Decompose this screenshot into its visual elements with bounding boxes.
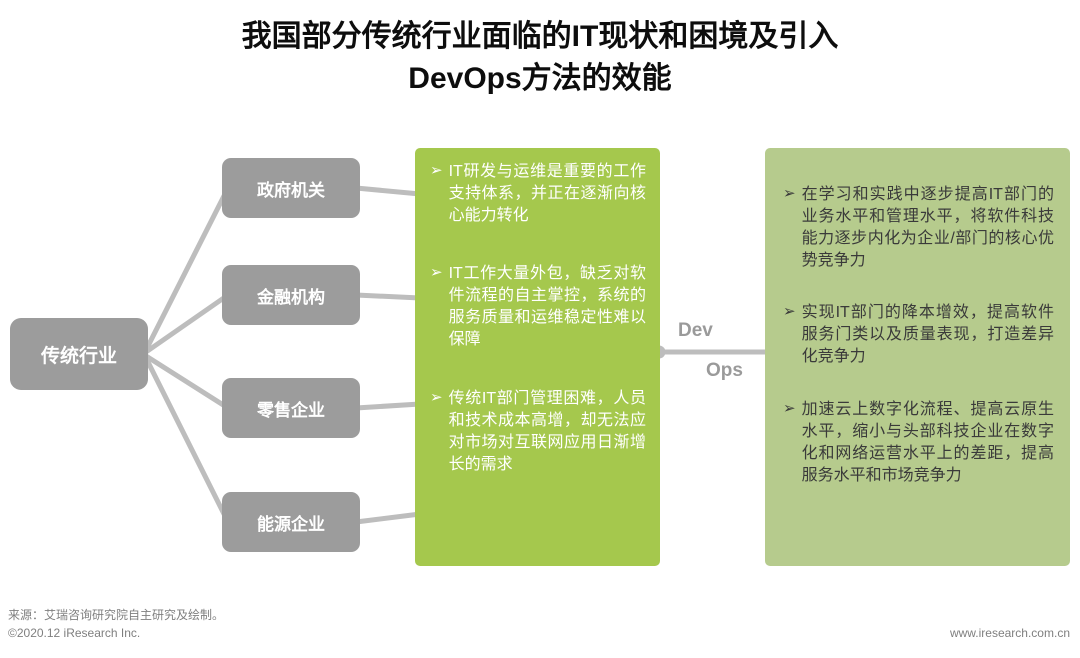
footer-website: www.iresearch.com.cn [949,626,1070,640]
line-government-to-panel [353,185,423,197]
line-root-to-energy [143,355,231,525]
bullet-text: 加速云上数字化流程、提高云原生水平，缩小与头部科技企业在数字化和网络运营水平上的… [801,400,1054,484]
industry-node-energy: 能源企业 [222,492,360,552]
bullet-item: ➢ 加速云上数字化流程、提高云原生水平，缩小与头部科技企业在数字化和网络运营水平… [783,399,1054,487]
industry-node-retail: 零售企业 [222,378,360,438]
bullet-text: 传统IT部门管理困难，人员和技术成本高增，却无法应对市场对互联网应用日渐增长的需… [448,389,646,473]
bullet-arrow-icon: ➢ [430,162,443,179]
bullet-item: ➢ 传统IT部门管理困难，人员和技术成本高增，却无法应对市场对互联网应用日渐增长… [430,388,646,476]
industry-node-label: 能源企业 [257,514,325,534]
industry-node-label: 零售企业 [257,400,325,420]
bullet-arrow-icon: ➢ [783,185,796,202]
line-retail-to-panel [353,401,423,411]
footer-source: 来源：艾瑞咨询研究院自主研究及绘制。 [8,608,225,622]
bullet-arrow-icon: ➢ [430,388,443,406]
bullet-item: ➢ 实现IT部门的降本增效，提高软件服务门类以及质量表现，打造差异化竞争力 [783,302,1054,368]
bullet-arrow-icon: ➢ [783,303,796,321]
industry-node-finance: 金融机构 [222,265,360,325]
bullet-item: ➢ IT研发与运维是重要的工作支持体系，并正在逐渐向核心能力转化 [430,161,646,227]
bullet-arrow-icon: ➢ [430,264,443,282]
root-node-label: 传统行业 [40,345,117,367]
benefits-panel: ➢ 在学习和实践中逐步提高IT部门的业务水平和管理水平，将软件科技能力逐步内化为… [765,148,1070,566]
line-root-to-retail [143,353,231,411]
page-title-line1: 我国部分传统行业面临的IT现状和困境及引入 [241,20,839,53]
line-finance-to-panel [353,292,423,301]
dev-label: Dev [678,320,713,341]
industry-node-label: 政府机关 [257,180,325,200]
line-root-to-government [143,185,231,353]
challenges-panel: ➢ IT研发与运维是重要的工作支持体系，并正在逐渐向核心能力转化 ➢ IT工作大… [415,148,660,566]
ops-label: Ops [706,360,743,381]
bullet-text: 在学习和实践中逐步提高IT部门的业务水平和管理水平，将软件科技能力逐步内化为企业… [801,186,1054,270]
bullet-item: ➢ IT工作大量外包，缺乏对软件流程的自主掌控，系统的服务质量和运维稳定性难以保… [430,263,646,351]
bullet-text: IT工作大量外包，缺乏对软件流程的自主掌控，系统的服务质量和运维稳定性难以保障 [448,265,646,349]
page-title-line2: DevOps方法的效能 [408,62,672,95]
page-title: 我国部分传统行业面临的IT现状和困境及引入 DevOps方法的效能 [0,16,1080,100]
bullet-arrow-icon: ➢ [783,399,796,417]
bullet-text: 实现IT部门的降本增效，提高软件服务门类以及质量表现，打造差异化竞争力 [801,304,1054,366]
line-root-to-finance [143,292,231,355]
industry-node-government: 政府机关 [222,158,360,218]
line-energy-to-panel [353,511,423,525]
footer-copyright: ©2020.12 iResearch Inc. [8,626,141,640]
bullet-item: ➢ 在学习和实践中逐步提高IT部门的业务水平和管理水平，将软件科技能力逐步内化为… [783,184,1054,272]
bullet-text: IT研发与运维是重要的工作支持体系，并正在逐渐向核心能力转化 [448,163,646,225]
root-node-traditional-industry: 传统行业 [10,318,148,390]
industry-node-label: 金融机构 [257,287,325,307]
